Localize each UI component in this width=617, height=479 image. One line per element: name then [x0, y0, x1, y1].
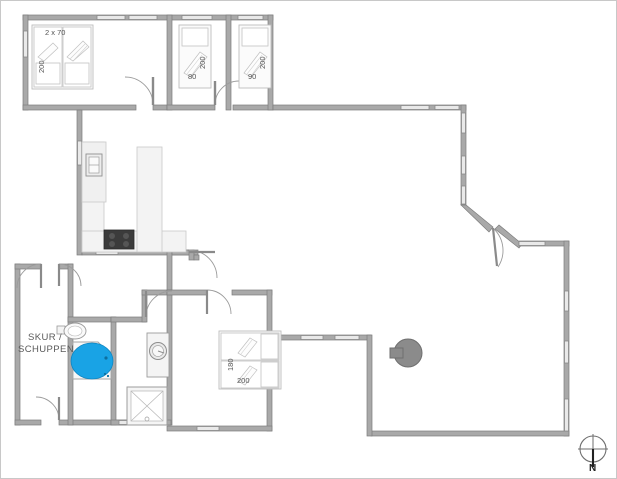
doors: [16, 76, 504, 421]
toilet-icon: [56, 322, 87, 340]
compass-label-north: N: [589, 463, 597, 474]
shower-cabin-icon: [126, 386, 168, 426]
bed-label-bedroom3-length: 200: [258, 56, 267, 69]
bed-label-bedroom1-length: 200: [37, 60, 46, 73]
bed-label-bedroom4-length: 200: [237, 376, 250, 385]
bed-label-bedroom1-width: 2 x 70: [45, 28, 66, 37]
cooktop-icon: [103, 229, 135, 250]
corner-bathtub-icon: [70, 341, 114, 380]
bed-bedroom2: [178, 24, 212, 89]
bed-bedroom3: [238, 24, 272, 89]
wood-stove-icon: [389, 338, 423, 368]
washing-machine-icon: [146, 332, 170, 378]
bed-bedroom4: [218, 330, 282, 390]
shed-label-line1: SKUR /: [28, 332, 63, 343]
bed-label-bedroom4-width: 180: [226, 358, 235, 371]
bed-bedroom1: [31, 24, 94, 90]
bed-label-bedroom2-length: 200: [198, 56, 207, 69]
bed-label-bedroom3-width: 90: [248, 72, 257, 81]
north-indicator-icon: [578, 434, 608, 467]
shed-label-line2: SCHUPPEN: [18, 344, 74, 355]
refrigerator-icon: [85, 153, 103, 177]
bed-label-bedroom2-width: 80: [188, 72, 197, 81]
